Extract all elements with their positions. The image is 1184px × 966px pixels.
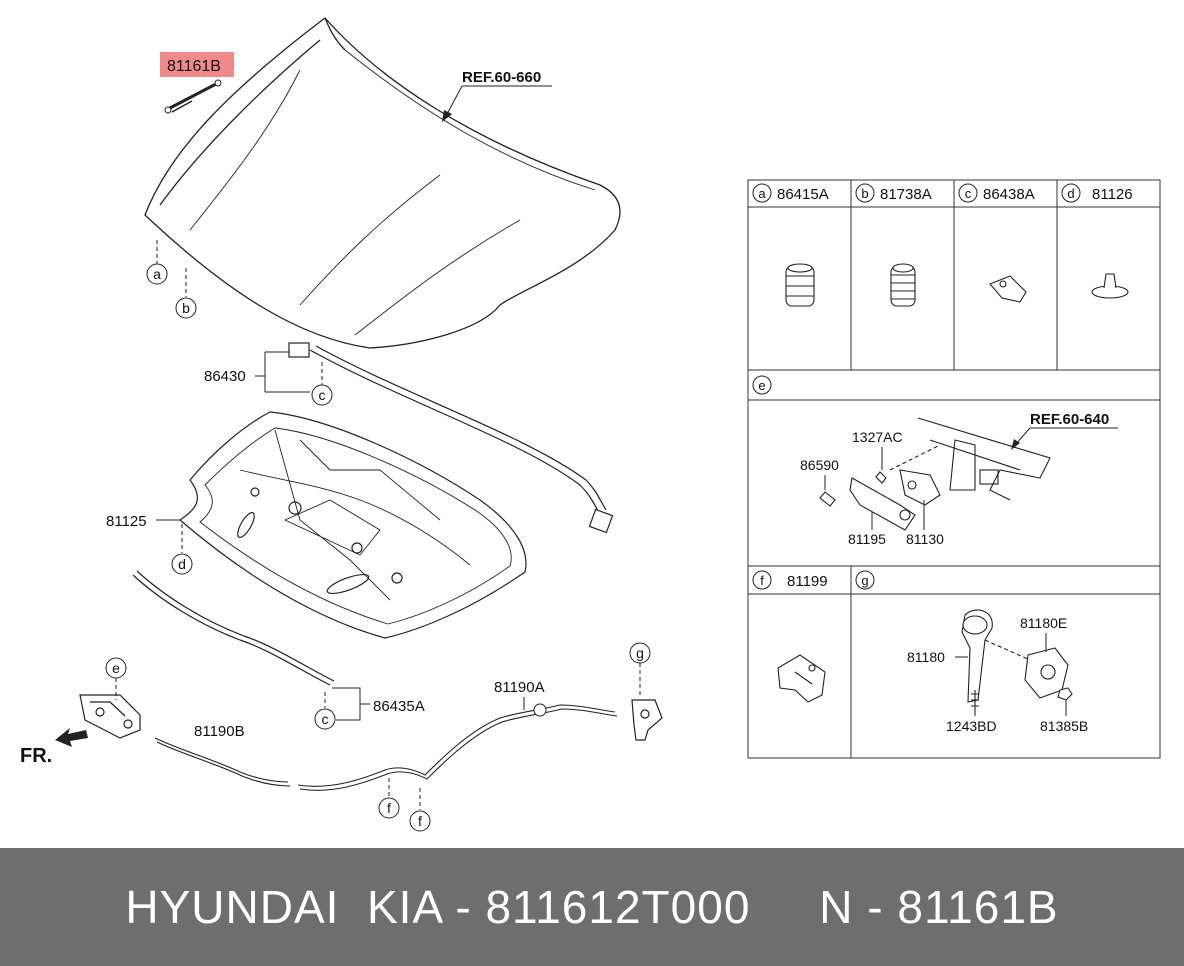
cable-clip-f-icon — [777, 654, 826, 703]
highlight-box — [160, 52, 234, 77]
svg-text:f: f — [387, 800, 391, 816]
svg-text:81738A: 81738A — [880, 186, 932, 203]
svg-text:c: c — [319, 387, 326, 403]
bumper-stop-a-icon — [785, 263, 815, 307]
clip-c-icon — [989, 275, 1027, 303]
cell-a: a 86415A — [752, 183, 829, 203]
cell-d: d 81126 — [1061, 183, 1133, 203]
bumper-stop-b-icon — [890, 263, 916, 307]
svg-text:d: d — [178, 556, 186, 572]
callout-b: b — [175, 297, 197, 319]
hinge-assembly — [819, 417, 1051, 531]
cell-g-header: g — [855, 570, 875, 590]
svg-text:81199: 81199 — [787, 573, 828, 590]
reference-table — [747, 179, 1161, 759]
svg-text:f: f — [418, 813, 422, 829]
ref-panel-label: REF.60-640 — [1030, 411, 1109, 428]
svg-text:f: f — [760, 573, 764, 588]
cell-e-header: e — [752, 375, 772, 395]
cell-f-header: f 81199 — [752, 570, 828, 590]
release-handle — [631, 699, 663, 741]
callout-g-main: g — [629, 642, 651, 664]
parts-diagram: 81161B REF.60-660 a b 86430 c — [20, 17, 1161, 832]
part-number-text: HYUNDAI KIA - 811612T000 N - 81161B — [125, 881, 1059, 933]
svg-text:a: a — [153, 266, 161, 282]
svg-text:86415A: 86415A — [777, 186, 829, 203]
svg-text:b: b — [182, 300, 190, 316]
callout-f-1: f — [378, 797, 400, 819]
svg-text:86438A: 86438A — [983, 186, 1035, 203]
svg-text:g: g — [861, 573, 868, 588]
callout-e-main: e — [105, 657, 127, 679]
seal-strip — [132, 570, 335, 686]
weatherstrip-label: 86430 — [204, 368, 246, 385]
clip-d-icon — [1091, 273, 1129, 299]
hood-latch — [79, 694, 141, 739]
g-label-1243bd: 1243BD — [946, 718, 997, 734]
callout-d: d — [171, 553, 193, 575]
e-label-86590: 86590 — [800, 457, 839, 473]
highlight-label: 81161B — [167, 58, 221, 75]
svg-text:c: c — [965, 186, 972, 201]
g-label-81385b: 81385B — [1040, 718, 1088, 734]
e-label-1327ac: 1327AC — [852, 429, 903, 445]
front-marker: FR. — [20, 745, 52, 767]
callout-a: a — [146, 263, 168, 285]
svg-text:e: e — [112, 660, 120, 676]
seal-label: 86435A — [373, 698, 425, 715]
e-label-81195: 81195 — [848, 531, 886, 547]
weatherstrip — [288, 342, 614, 534]
callout-f-2: f — [409, 810, 431, 832]
hood-insulator — [179, 411, 527, 639]
handle-assembly-g — [961, 609, 1073, 712]
cable-b-label: 81190B — [194, 723, 245, 740]
gas-strut — [164, 79, 222, 114]
callout-c-lower: c — [314, 708, 336, 730]
svg-text:g: g — [636, 645, 644, 661]
svg-text:d: d — [1067, 186, 1074, 201]
e-label-81130: 81130 — [906, 531, 944, 547]
svg-text:e: e — [758, 378, 765, 393]
hood-panel — [144, 17, 621, 349]
insulator-label: 81125 — [106, 513, 147, 530]
part-number-banner: HYUNDAI KIA - 811612T000 N - 81161B — [0, 848, 1184, 966]
front-arrow-icon — [55, 728, 88, 747]
svg-text:a: a — [758, 186, 766, 201]
cable-a-label: 81190A — [494, 679, 545, 696]
cell-b: b 81738A — [855, 183, 932, 203]
g-label-81180e: 81180E — [1020, 615, 1067, 631]
svg-text:b: b — [861, 186, 868, 201]
svg-text:81126: 81126 — [1092, 186, 1133, 203]
svg-text:c: c — [322, 711, 329, 727]
ref-hood-label: REF.60-660 — [462, 69, 541, 86]
callout-c-upper: c — [311, 384, 333, 406]
release-cable — [154, 704, 618, 791]
g-label-81180: 81180 — [907, 649, 945, 665]
cell-c: c 86438A — [958, 183, 1035, 203]
